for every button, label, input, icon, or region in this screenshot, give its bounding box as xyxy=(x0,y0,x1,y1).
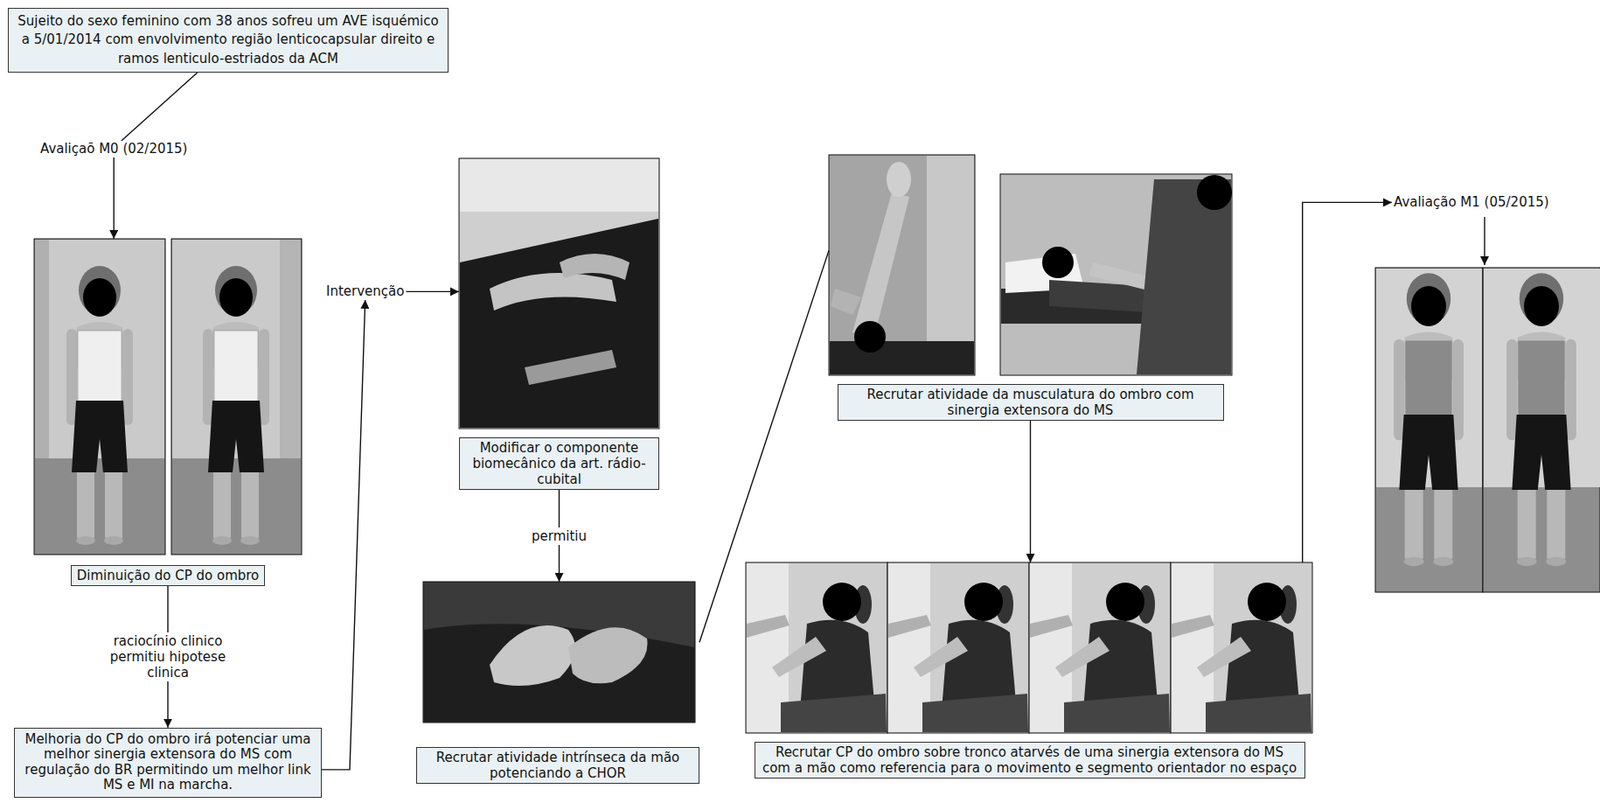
photo-panel: Recrutar atividade intrínseca da mão pot… xyxy=(416,581,700,784)
node-text: Avaliçaõ M0 (02/2015) xyxy=(40,140,188,158)
connector xyxy=(112,157,114,239)
photo-m1-part xyxy=(1393,272,1464,566)
photo-side-lying-part xyxy=(1042,246,1074,279)
photo-m1-part xyxy=(1506,272,1577,566)
photo-arm-raise xyxy=(828,154,975,376)
photo-m1-part xyxy=(1482,267,1600,592)
caption-row: Modificar o componente biomecânico da ar… xyxy=(459,437,660,490)
photo-forearm-part xyxy=(459,159,659,212)
connector xyxy=(1029,420,1031,563)
arrow-to-photo xyxy=(1483,216,1485,265)
hypothesis-box: Melhoria do CP do ombro irá potenciar um… xyxy=(13,727,322,798)
photo-forearm-part xyxy=(524,349,617,385)
photo-side-lying-part xyxy=(1196,174,1232,210)
photo-forearm xyxy=(459,158,660,429)
photo-m0-step-part xyxy=(171,238,302,555)
photo-m0-front-part xyxy=(34,239,49,459)
node-text: Recrutar atividade da musculatura do omb… xyxy=(843,386,1218,418)
node-text: Diminuição do CP do ombro xyxy=(76,567,260,584)
photo-side-lying xyxy=(1000,173,1232,376)
photo-seated-sequence-part xyxy=(1029,562,1171,733)
node-text: Avaliação M1 (05/2015) xyxy=(1393,194,1550,211)
caption-row: Diminuição do CP do ombro xyxy=(34,564,302,586)
info-box: Sujeito do sexo feminino com 38 anos sof… xyxy=(7,7,449,73)
photo-hands-part xyxy=(568,626,648,683)
caption-row: Recrutar atividade da musculatura do omb… xyxy=(828,383,1232,421)
photo-hands-part xyxy=(489,625,576,686)
photo-forearm-part xyxy=(459,218,659,428)
caption-box: Recrutar atividade da musculatura do omb… xyxy=(837,383,1225,421)
photo-m0-front-part xyxy=(66,265,133,545)
stage-label: Intervenção xyxy=(324,283,406,300)
photo-forearm-part xyxy=(559,253,630,280)
node-text: Recrutar CP do ombro sobre tronco atarvé… xyxy=(760,744,1300,776)
connector xyxy=(321,299,366,770)
caption-box: Diminuição do CP do ombro xyxy=(70,564,266,586)
photo-panel: Recrutar atividade da musculatura do omb… xyxy=(828,154,1232,421)
photo-seated-sequence-part xyxy=(745,562,888,733)
photo-arm-raise-part xyxy=(852,192,910,337)
caption-box: Recrutar CP do ombro sobre tronco atarvé… xyxy=(754,741,1306,779)
caption-box: Recrutar atividade intrínseca da mão pot… xyxy=(416,746,700,784)
photo-m1 xyxy=(1375,267,1600,592)
photo-forearm-part xyxy=(489,272,617,311)
edge-label: raciocínio clinico permitiu hipotese cli… xyxy=(99,632,237,682)
connector xyxy=(699,250,829,642)
caption-box: Modificar o componente biomecânico da ar… xyxy=(459,437,660,490)
connector xyxy=(121,72,198,141)
photo-seated-sequence-part xyxy=(1170,562,1313,733)
connector xyxy=(405,291,460,293)
node-text: Recrutar atividade intrínseca da mão pot… xyxy=(422,749,694,781)
photo-panel: Recrutar CP do ombro sobre tronco atarvé… xyxy=(745,562,1314,779)
photo-hands-part xyxy=(424,623,695,722)
caption-row: Recrutar CP do ombro sobre tronco atarvé… xyxy=(745,741,1314,779)
stage-label: Avaliação M1 (05/2015) xyxy=(1391,194,1552,211)
photo-m0-step xyxy=(171,238,302,555)
photo-seated-sequence-part xyxy=(887,562,1030,733)
photo-m0-step-part xyxy=(202,265,270,545)
node-text: Modificar o componente biomecânico da ar… xyxy=(465,439,654,487)
photo-m0-front xyxy=(34,238,166,555)
photo-m0-step-part xyxy=(279,239,301,459)
photo-seated-sequence xyxy=(745,562,1313,733)
stage-label: Avaliçaõ M0 (02/2015) xyxy=(38,140,189,158)
photo-arm-raise-part xyxy=(854,320,886,353)
photo-m0-front-part xyxy=(34,238,166,555)
node-text: Sujeito do sexo feminino com 38 anos sof… xyxy=(15,12,441,69)
edge-label: permitiu xyxy=(528,527,590,545)
caption-row: Recrutar atividade intrínseca da mão pot… xyxy=(416,746,700,784)
photo-side-lying-part xyxy=(1000,173,1232,376)
photo-arm-raise-part xyxy=(829,340,974,375)
node-text: Melhoria do CP do ombro irá potenciar um… xyxy=(21,731,314,794)
photo-panel: Diminuição do CP do ombro xyxy=(34,238,302,586)
photo-forearm-part xyxy=(459,158,660,429)
connector xyxy=(1302,201,1392,563)
photo-m1-part xyxy=(1375,267,1483,592)
photo-arm-raise-part xyxy=(830,288,862,315)
node-text: Intervenção xyxy=(326,283,404,300)
photo-arm-raise-part xyxy=(886,161,912,197)
photo-panel: Modificar o componente biomecânico da ar… xyxy=(459,158,660,490)
photo-hands xyxy=(423,581,696,723)
photo-hands-part xyxy=(423,581,696,723)
photo-arm-raise-part xyxy=(828,154,975,376)
